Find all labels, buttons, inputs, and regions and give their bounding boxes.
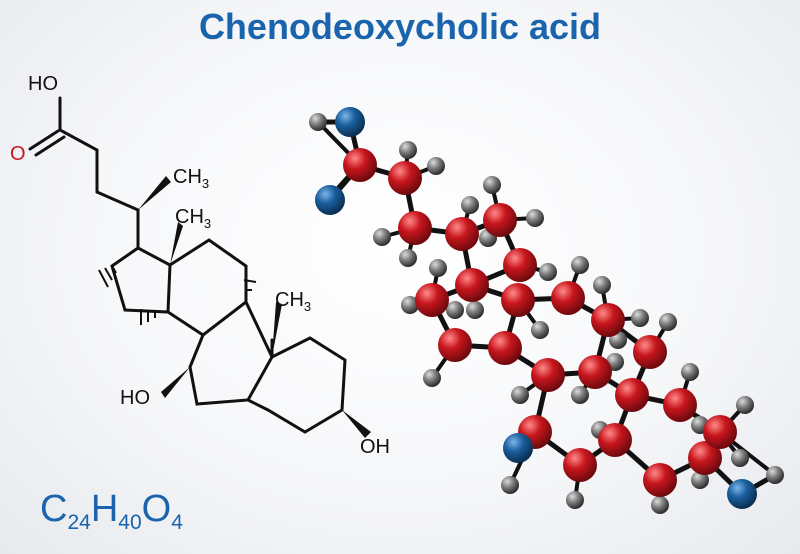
hydrogen-atom	[401, 296, 419, 314]
oxygen-atom	[727, 479, 757, 509]
hydrogen-atom	[466, 301, 484, 319]
oxygen-atom	[315, 185, 345, 215]
oxygen-atom	[503, 433, 533, 463]
oh-label: OH	[360, 436, 390, 458]
hydrogen-atom	[399, 141, 417, 159]
hydrogen-atom	[427, 157, 445, 175]
hydrogen-atom	[731, 449, 749, 467]
hydrogen-atom	[461, 196, 479, 214]
hydrogen-atom	[373, 228, 391, 246]
hydrogen-atom	[651, 496, 669, 514]
carbon-atom	[531, 358, 565, 392]
skeleton-labels: HO O CH3 CH3 CH3 HO OH	[10, 73, 390, 458]
hydrogen-atom	[681, 363, 699, 381]
hydrogen-atom	[631, 309, 649, 327]
carbon-atom	[591, 303, 625, 337]
carbon-atom	[551, 281, 585, 315]
hydrogen-atom	[511, 386, 529, 404]
carbon-atom	[415, 283, 449, 317]
carbon-atom	[703, 415, 737, 449]
hydrogen-atom	[571, 256, 589, 274]
carbon-atom	[663, 388, 697, 422]
hydrogen-atom	[571, 386, 589, 404]
hydrogen-atom	[446, 301, 464, 319]
carbon-atom	[633, 335, 667, 369]
carbon-atom	[455, 268, 489, 302]
hydrogen-atom	[566, 491, 584, 509]
carbon-atom	[388, 161, 422, 195]
ch3-label-2: CH3	[175, 206, 211, 231]
hydrogen-atom	[659, 313, 677, 331]
stereo-bonds	[98, 176, 371, 438]
carbon-atom	[501, 283, 535, 317]
hydrogen-atom	[526, 209, 544, 227]
hydrogen-atom	[309, 113, 327, 131]
molecular-formula: C24H40O4	[40, 488, 183, 534]
acid-o-label: O	[10, 143, 26, 165]
hydrogen-atom	[501, 476, 519, 494]
carbon-atom	[398, 211, 432, 245]
carbon-atom	[503, 248, 537, 282]
carbon-atom	[483, 203, 517, 237]
carbon-atom	[488, 331, 522, 365]
skeleton-bonds	[28, 96, 347, 434]
hydrogen-atom	[483, 176, 501, 194]
hydrogen-atom	[539, 263, 557, 281]
carbon-atom	[438, 328, 472, 362]
hydrogen-atom	[766, 466, 784, 484]
oxygen-atom	[335, 107, 365, 137]
carbon-atom	[578, 355, 612, 389]
ch3-label-3: CH3	[275, 289, 311, 314]
carbon-atom	[598, 423, 632, 457]
ch3-label-1: CH3	[173, 166, 209, 191]
carbon-atom	[643, 463, 677, 497]
hydrogen-atom	[691, 471, 709, 489]
carbon-atom	[688, 441, 722, 475]
hydrogen-atom	[736, 396, 754, 414]
hydrogen-atom	[593, 276, 611, 294]
carbon-atom	[615, 378, 649, 412]
hydrogen-atom	[429, 259, 447, 277]
carbon-atom	[445, 217, 479, 251]
hydrogen-atom	[399, 249, 417, 267]
carbon-atom	[343, 148, 377, 182]
page-title: Chenodeoxycholic acid	[198, 6, 602, 47]
ball-and-stick-model	[309, 107, 784, 514]
hydrogen-atom	[531, 321, 549, 339]
acid-oh-label: HO	[28, 73, 58, 95]
hydrogen-atom	[423, 369, 441, 387]
ho-label: HO	[120, 387, 150, 409]
carbon-atom	[563, 448, 597, 482]
